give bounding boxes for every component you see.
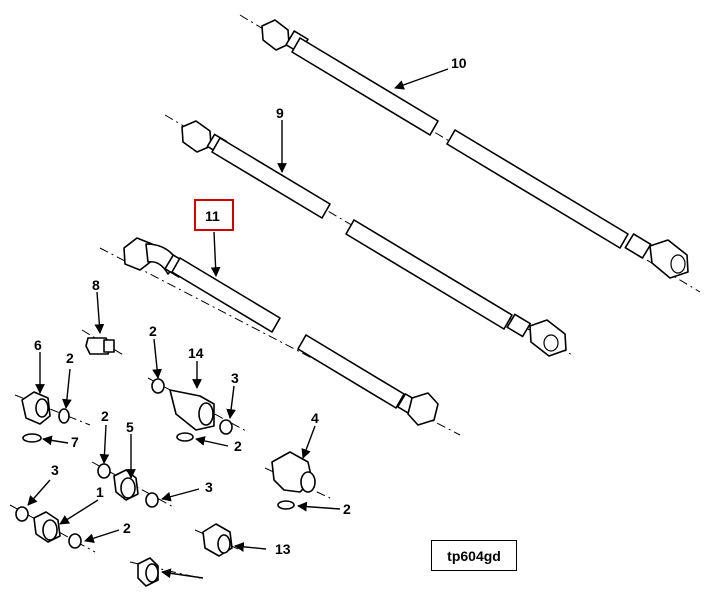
elbow-fitting-6 xyxy=(14,391,91,426)
callout-2-b: 2 xyxy=(149,323,157,339)
callout-2-d: 2 xyxy=(343,501,351,517)
callout-5: 5 xyxy=(126,419,134,435)
elbow-fitting-4 xyxy=(264,451,331,510)
leader-lines xyxy=(27,68,449,579)
callout-13: 13 xyxy=(275,541,291,557)
callout-2-c: 2 xyxy=(234,438,242,454)
o-ring-7 xyxy=(22,433,42,443)
callout-1: 1 xyxy=(96,484,104,500)
callout-8: 8 xyxy=(92,277,100,293)
callout-2-f: 2 xyxy=(123,520,131,536)
o-ring-2-a xyxy=(58,408,70,424)
callout-9: 9 xyxy=(276,105,284,121)
callout-3-a: 3 xyxy=(231,370,239,386)
callout-7: 7 xyxy=(71,434,79,450)
callout-10: 10 xyxy=(451,55,467,71)
hose-assembly-10 xyxy=(239,14,701,293)
callout-11: 11 xyxy=(205,208,220,224)
callout-4: 4 xyxy=(311,410,319,426)
callout-6: 6 xyxy=(34,337,42,353)
fitting-8 xyxy=(81,329,126,357)
callout-3-b: 3 xyxy=(205,479,213,495)
tee-fitting-14 xyxy=(147,377,249,442)
callout-2-e: 2 xyxy=(101,408,109,424)
callout-3-c: 3 xyxy=(51,462,59,478)
callout-2-a: 2 xyxy=(66,350,74,366)
figure-id-label: tp604gd xyxy=(431,540,517,571)
highlight-box-11 xyxy=(194,199,234,231)
union-fitting-5 xyxy=(91,461,176,509)
nut-13 xyxy=(194,523,246,557)
union-fitting-1 xyxy=(9,504,96,553)
hose-assembly-9 xyxy=(164,114,573,357)
callout-14: 14 xyxy=(188,345,204,361)
hose-assembly-11 xyxy=(99,237,461,436)
